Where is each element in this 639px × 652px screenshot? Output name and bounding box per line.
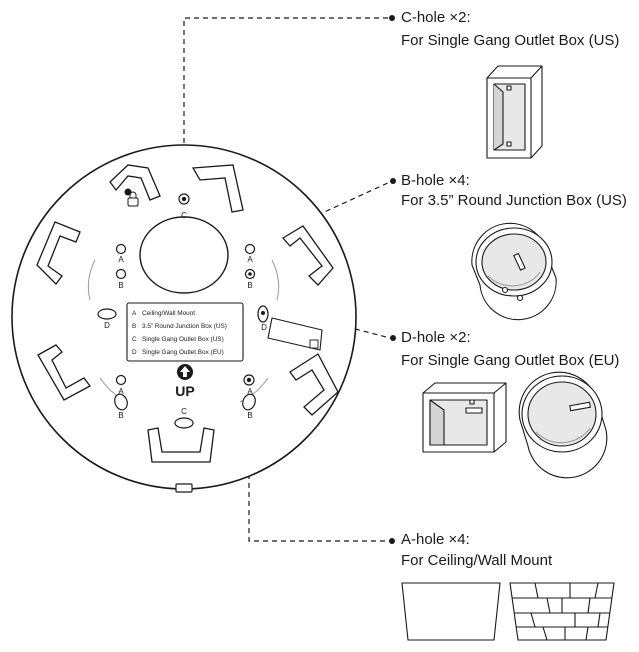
legend-text-d: Single Gang Outlet Box (EU): [142, 349, 224, 356]
hole-a-bottom-left: [115, 374, 127, 386]
legend-letter-c: C: [132, 336, 137, 343]
leader-dot-b: [390, 178, 396, 184]
callout-a-desc: For Ceiling/Wall Mount: [401, 552, 553, 569]
leader-dot-c: [389, 15, 395, 21]
center-cable-hole: [139, 216, 229, 294]
callout-c-desc: For Single Gang Outlet Box (US): [401, 32, 620, 49]
legend-letter-b: B: [132, 323, 136, 330]
clip-right-lower: [289, 353, 339, 416]
label-b-bottom-right: B: [247, 411, 252, 420]
hole-d-left: [97, 308, 117, 320]
us-round-junction-box-illustration: [471, 222, 557, 321]
legend-text-b: 3.5” Round Junction Box (US): [142, 323, 227, 330]
legend-text-c: Single Gang Outlet Box (US): [142, 336, 224, 343]
label-a-bottom-right: A: [247, 387, 253, 396]
legend-letter-a: A: [132, 310, 137, 317]
up-arrow-icon: [177, 364, 193, 380]
callout-c-title: C-hole ×2:: [401, 9, 471, 26]
leader-line-c: [183, 17, 390, 188]
us-single-gang-box-illustration: [486, 65, 543, 159]
legend-frame: [126, 302, 244, 362]
label-b-right: B: [247, 281, 252, 290]
leader-line-a: [248, 384, 390, 542]
label-b-left: B: [118, 281, 123, 290]
slot-arc-left: [87, 259, 96, 301]
eu-round-box-illustration: [518, 371, 608, 479]
d-slot: [267, 317, 323, 351]
ceiling-plain-illustration: [401, 582, 501, 641]
plate-legend: A Ceiling/Wall Mount B 3.5” Round Juncti…: [126, 302, 244, 362]
label-a-bottom-left: A: [118, 387, 124, 396]
label-c-top: C: [181, 211, 187, 220]
hole-b-bottom-left: [114, 393, 128, 411]
slot-arc-right: [271, 259, 280, 301]
ceiling-tiled-illustration: [509, 582, 615, 641]
leader-dot-d: [390, 335, 396, 341]
label-d-left: D: [104, 321, 110, 330]
callout-a-title: A-hole ×4:: [401, 531, 470, 548]
hole-c-bottom: [174, 417, 194, 429]
callout-d-title: D-hole ×2:: [401, 329, 471, 346]
label-b-bottom-left: B: [118, 411, 123, 420]
hole-a-right: [244, 243, 256, 255]
leader-dot-a: [389, 538, 395, 544]
clip-left-upper: [36, 221, 81, 285]
mounting-holes: [97, 193, 269, 429]
callout-b-title: B-hole ×4:: [401, 172, 470, 189]
callout-d-desc: For Single Gang Outlet Box (EU): [401, 352, 620, 369]
label-d-right: D: [261, 323, 267, 332]
legend-text-a: Ceiling/Wall Mount: [142, 310, 195, 317]
clip-bottom: [147, 427, 215, 463]
legend-letter-d: D: [132, 349, 137, 356]
hole-letter-labels: C C A B A B D D A B A B: [104, 211, 267, 420]
label-c-bottom: C: [181, 407, 187, 416]
leader-dots: [389, 15, 396, 544]
callout-b-desc: For 3.5” Round Junction Box (US): [401, 192, 627, 209]
hole-a-left: [115, 243, 127, 255]
label-a-left: A: [118, 255, 124, 264]
hole-b-bottom-right: [242, 393, 256, 411]
eu-square-box-illustration: [422, 382, 507, 453]
lock-icon: [124, 188, 139, 207]
label-a-right: A: [247, 255, 253, 264]
hole-b-left: [115, 268, 127, 280]
clip-top-left: [109, 164, 161, 201]
up-label: UP: [175, 383, 194, 399]
plate-bottom-tab: [175, 483, 193, 493]
clip-top: [191, 164, 244, 213]
snap-clips: [36, 164, 339, 463]
mounting-plate: C C A B A B D D A B A B A Ceiling/Wall M…: [11, 144, 357, 493]
clip-right-upper: [281, 225, 334, 286]
clip-left-lower: [37, 344, 91, 401]
